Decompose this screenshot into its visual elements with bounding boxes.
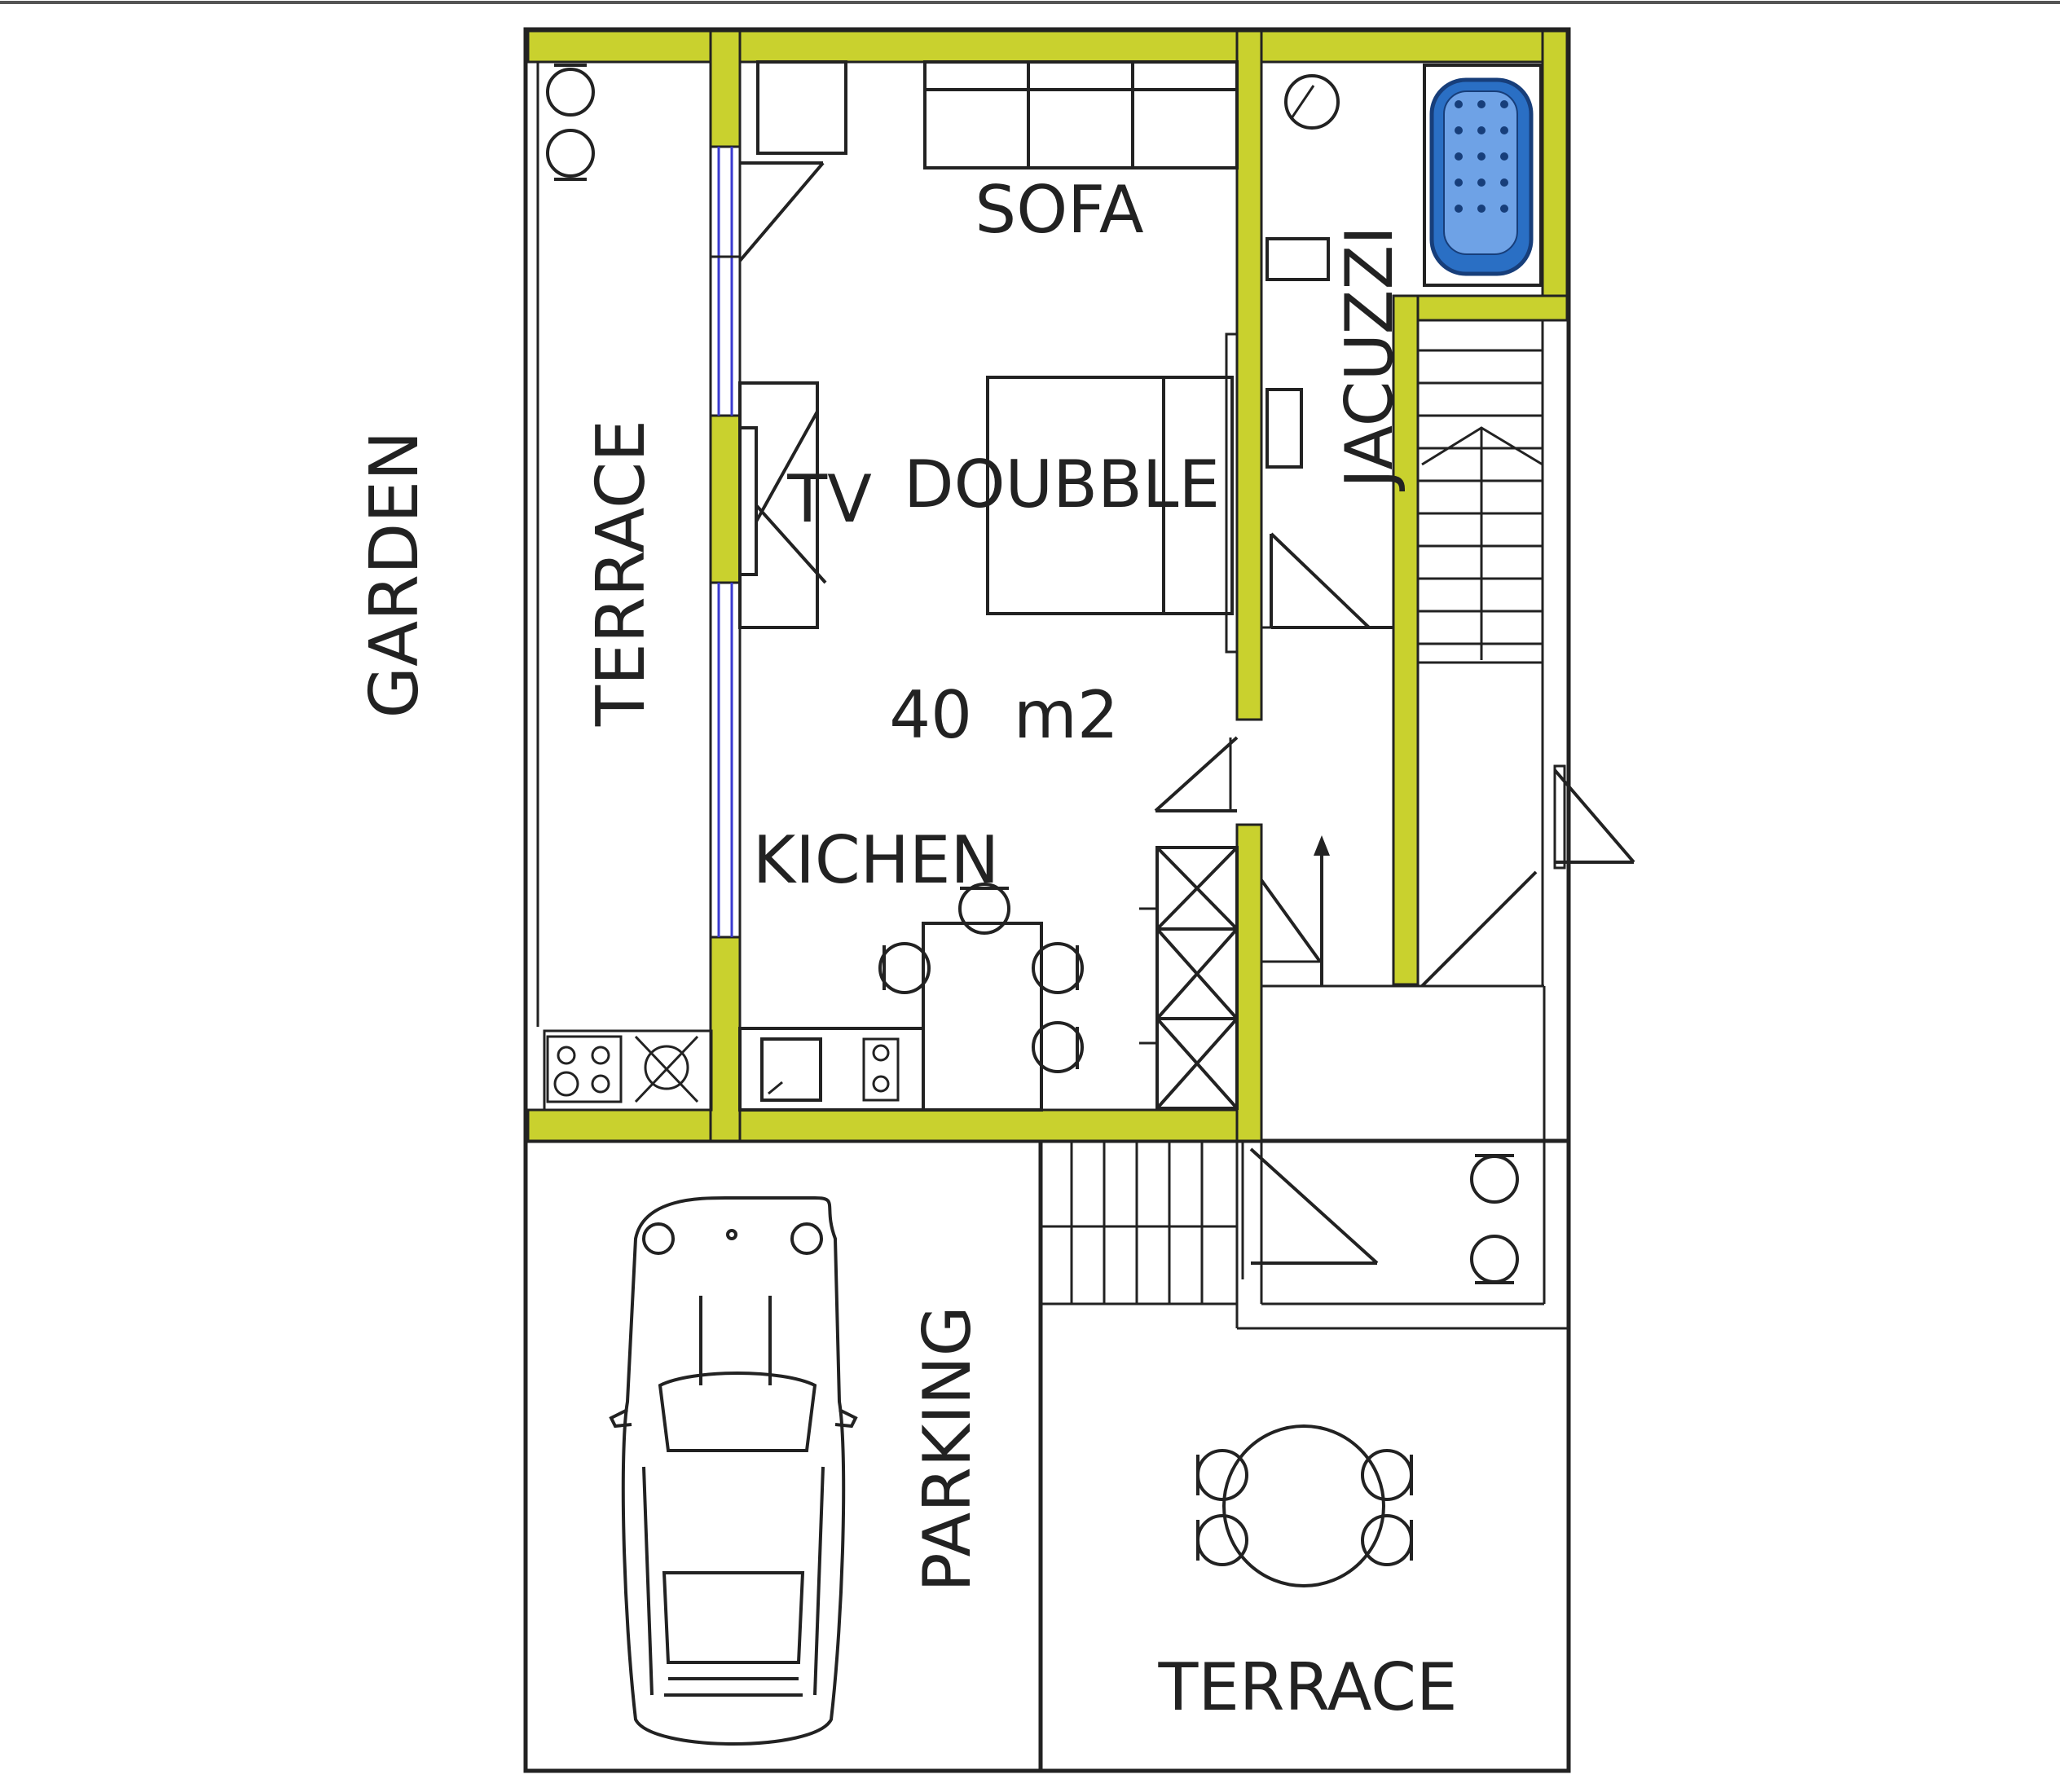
toilet-icon xyxy=(1284,74,1340,130)
sofa xyxy=(923,60,1239,170)
jacuzzi-tub xyxy=(1423,64,1543,287)
terrace-chair-bottom xyxy=(546,129,595,178)
stove-icon xyxy=(546,1035,623,1103)
double-bed xyxy=(986,332,1239,654)
storage-shelf xyxy=(1139,846,1239,1110)
wall-right-top xyxy=(1541,29,1569,322)
bath-shelf xyxy=(1265,237,1330,281)
terrace-chair xyxy=(1361,1514,1413,1566)
tv-unit xyxy=(738,381,827,629)
terrace-chair-top xyxy=(546,68,595,117)
label-terrace-bottom: TERRACE xyxy=(1157,1649,1457,1725)
dining-chair xyxy=(878,942,931,994)
staircase-right xyxy=(1416,319,1544,986)
wall-left-mid xyxy=(709,414,742,584)
sink-icon xyxy=(644,1045,689,1090)
staircase-bottom xyxy=(1039,1139,1379,1305)
label-area: 40 m2 xyxy=(889,677,1118,753)
cupboard xyxy=(756,60,847,155)
terrace-chair xyxy=(1196,1449,1248,1501)
wall-mid-bottom xyxy=(1235,823,1263,1143)
wall-stair-left xyxy=(1392,294,1420,986)
dining-chair xyxy=(1032,942,1084,994)
label-tv: TV xyxy=(786,461,872,537)
dining-chair xyxy=(958,883,1010,935)
terrace-chair xyxy=(1196,1514,1248,1566)
label-kichen: KICHEN xyxy=(753,822,999,898)
label-garden: GARDEN xyxy=(356,431,434,719)
wall-bottom xyxy=(526,1108,1247,1143)
wall-left-top xyxy=(709,29,742,148)
label-parking: PARKING xyxy=(909,1305,985,1592)
label-doubble: DOUBBLE xyxy=(904,447,1220,522)
bath-cabinet xyxy=(1265,388,1303,469)
wall-mid-top xyxy=(1235,29,1263,721)
label-terrace-left: TERRACE xyxy=(583,420,660,727)
terrace-left xyxy=(536,62,595,1027)
wall-stair-top xyxy=(1392,294,1569,322)
dining-chair xyxy=(1032,1021,1084,1073)
door-swing-main xyxy=(1154,736,1239,812)
label-jacuzzi: JACUZZI xyxy=(1332,226,1407,492)
walls xyxy=(526,29,1569,1143)
dining-table xyxy=(878,883,1084,1112)
terrace-table xyxy=(1196,1424,1413,1587)
hob-icon xyxy=(862,1037,900,1102)
corridor-doors xyxy=(1260,764,1635,988)
car-icon xyxy=(609,1196,858,1746)
bathroom xyxy=(1265,74,1393,629)
terrace-chair xyxy=(1361,1449,1413,1501)
entry-chairs xyxy=(1470,1154,1519,1284)
wall-top xyxy=(526,29,1569,64)
wall-left-bottom xyxy=(709,936,742,1143)
kitchen-counter xyxy=(738,1027,925,1112)
door-swing-top xyxy=(738,161,825,262)
label-sofa: SOFA xyxy=(975,172,1143,248)
kitchen-sink-icon xyxy=(760,1037,822,1102)
outdoor-kitchen xyxy=(543,1029,713,1112)
